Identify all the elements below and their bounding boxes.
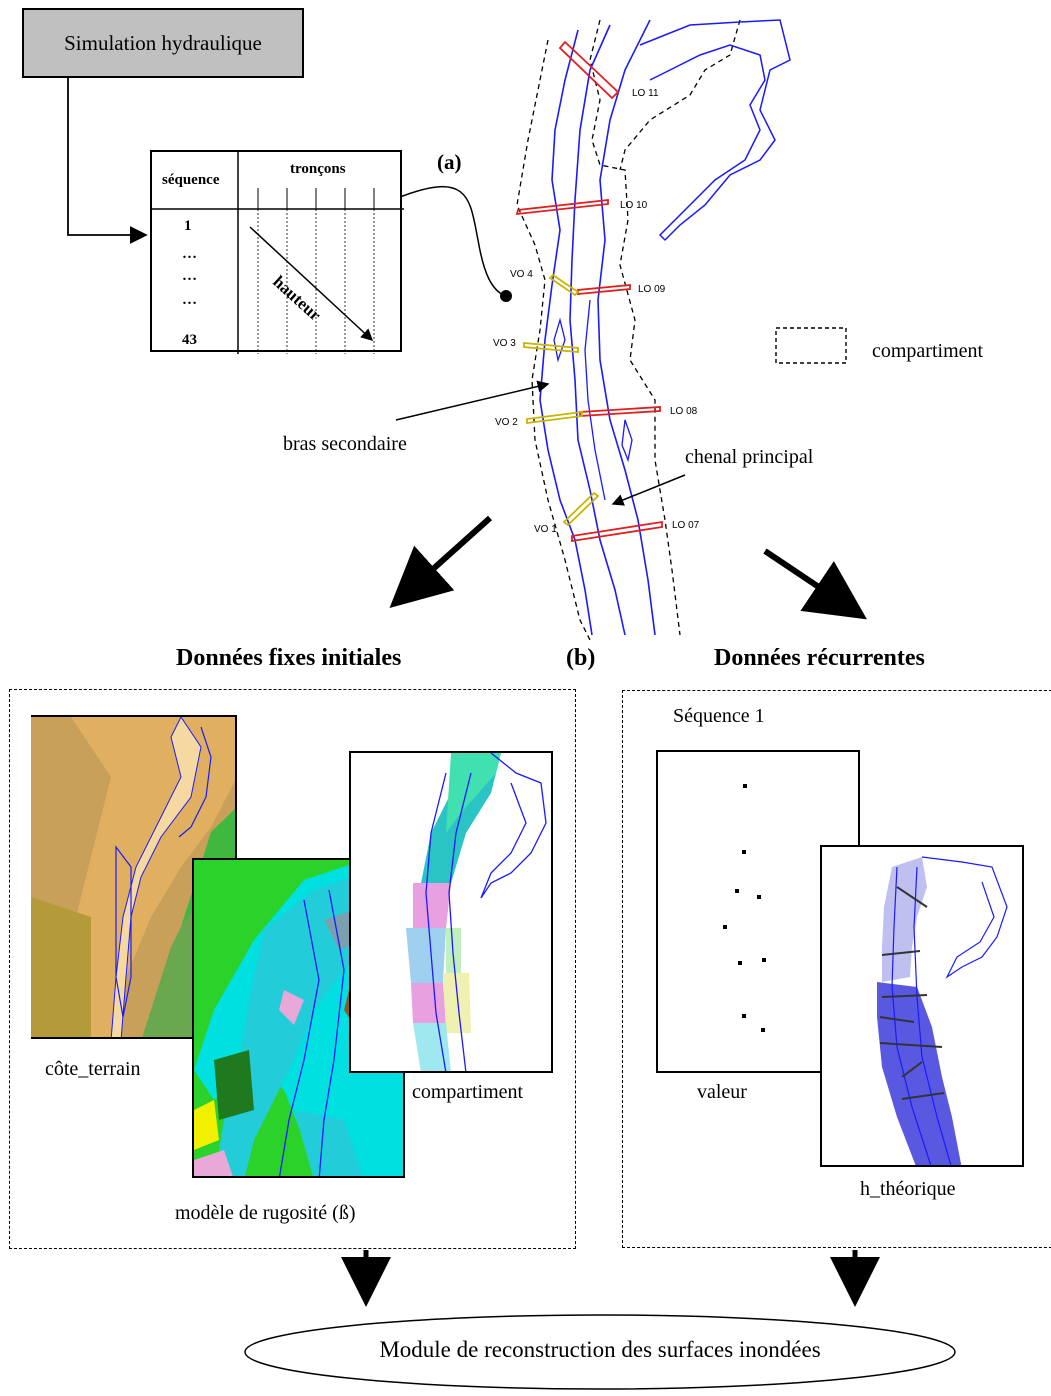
river-map (395, 19, 791, 641)
table-to-map-connector (399, 186, 506, 297)
chenal-principal-label: chenal principal (685, 446, 814, 468)
cote-terrain-label: côte_terrain (45, 1058, 141, 1080)
bras-secondaire-label: bras secondaire (283, 433, 407, 455)
chenal-principal-arrow (611, 474, 686, 506)
simulation-box: Simulation hydraulique (22, 8, 304, 78)
heading-recurrent: Données récurrentes (714, 645, 925, 671)
section-vo2: VO 2 (495, 417, 518, 428)
connector-dot (500, 290, 512, 302)
recurrent-data-panel (622, 690, 1051, 1248)
sections-yellow (523, 273, 600, 527)
river-bank-left (539, 29, 593, 636)
table-row-2: … (182, 246, 197, 262)
river-inner-2 (553, 317, 633, 463)
h-theorique-map (820, 845, 1024, 1167)
label-a: (a) (437, 150, 462, 174)
sim-to-table-connector (67, 78, 148, 244)
sequence-table: séquence tronçons 1 … … … 43 hauteur (150, 150, 404, 354)
sequence-label: Séquence 1 (673, 705, 765, 727)
rugosite-label: modèle de rugosité (ß) (175, 1202, 356, 1224)
table-header-sequence: séquence (162, 172, 220, 188)
section-vo1: VO 1 (534, 524, 557, 535)
river-bank-right (597, 19, 656, 636)
h-theorique-label: h_théorique (860, 1178, 956, 1200)
heading-fixed: Données fixes initiales (176, 645, 402, 671)
section-vo3: VO 3 (493, 338, 516, 349)
simulation-label: Simulation hydraulique (64, 30, 262, 55)
table-row-4: … (182, 292, 197, 308)
legend-compartiment-label: compartiment (872, 340, 984, 362)
module-label: Module de reconstruction des surfaces in… (379, 1337, 821, 1362)
tributary (639, 19, 791, 242)
section-lo07: LO 07 (672, 520, 700, 531)
valeur-label: valeur (697, 1081, 747, 1103)
table-row-43: 43 (182, 332, 197, 348)
label-b: (b) (566, 645, 596, 671)
river-bank-mid (569, 24, 626, 636)
table-header-troncons: tronçons (290, 161, 346, 177)
module-ellipse (244, 1314, 956, 1390)
river-inner (584, 299, 606, 501)
table-row-1: 1 (184, 218, 192, 234)
legend-compartiment-swatch (775, 327, 847, 364)
table-row-3: … (182, 268, 197, 284)
section-lo10: LO 10 (620, 200, 648, 211)
fixed-data-panel (9, 689, 576, 1249)
compartiment-map-label: compartiment (412, 1081, 524, 1103)
table-grid (152, 152, 404, 354)
arrow-to-recurrent (763, 548, 867, 620)
section-lo09: LO 09 (638, 284, 666, 295)
section-vo4: VO 4 (510, 269, 533, 280)
compartment-outline (516, 19, 741, 641)
arrow-to-fixed (389, 515, 493, 609)
compartiment-map (349, 751, 553, 1073)
bras-secondaire-arrow (395, 380, 550, 421)
section-lo11: LO 11 (632, 88, 659, 99)
section-lo08: LO 08 (670, 406, 698, 417)
